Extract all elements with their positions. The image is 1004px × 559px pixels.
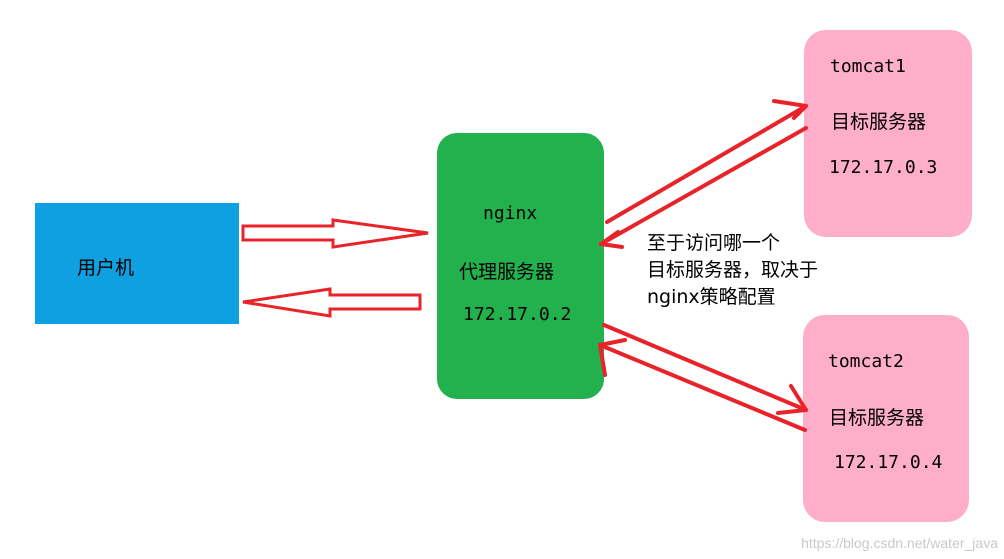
note-line-2: 目标服务器，取决于 xyxy=(647,259,819,281)
note-line-1: 至于访问哪一个 xyxy=(647,232,781,254)
note-line-3: nginx策略配置 xyxy=(647,286,776,308)
arrow-proxy-to-tomcat1 xyxy=(605,104,808,224)
arrow-proxy-to-client xyxy=(242,287,422,318)
tomcat1-role: 目标服务器 xyxy=(831,111,927,133)
arrow-tomcat2-to-proxy xyxy=(598,343,807,432)
tomcat1-name: tomcat1 xyxy=(830,56,906,77)
nginx-proxy-box: nginx 代理服务器 172.17.0.2 xyxy=(437,133,604,399)
tomcat2-box: tomcat2 目标服务器 172.17.0.4 xyxy=(803,315,969,522)
tomcat1-box: tomcat1 目标服务器 172.17.0.3 xyxy=(804,30,972,237)
arrow-proxy-to-tomcat1-head xyxy=(772,99,808,120)
arrow-tomcat2-to-proxy-head xyxy=(598,338,627,377)
arrow-proxy-to-tomcat2 xyxy=(602,323,808,412)
tomcat2-name: tomcat2 xyxy=(828,351,904,372)
tomcat2-role: 目标服务器 xyxy=(829,407,925,429)
arrow-proxy-to-tomcat2-head xyxy=(776,384,808,415)
client-label: 用户机 xyxy=(77,257,135,279)
arrow-tomcat1-to-proxy xyxy=(599,126,808,246)
watermark: https://blog.csdn.net/water_java xyxy=(801,535,998,551)
routing-note: 至于访问哪一个 目标服务器，取决于 nginx策略配置 xyxy=(647,230,818,311)
client-machine-box: 用户机 xyxy=(35,203,239,324)
proxy-role: 代理服务器 xyxy=(459,261,555,283)
proxy-name: nginx xyxy=(483,203,538,224)
arrow-client-to-proxy xyxy=(241,218,429,249)
proxy-ip: 172.17.0.2 xyxy=(463,304,572,325)
arrow-tomcat1-to-proxy-head xyxy=(599,230,624,249)
tomcat1-ip: 172.17.0.3 xyxy=(829,157,938,178)
tomcat2-ip: 172.17.0.4 xyxy=(834,452,943,473)
